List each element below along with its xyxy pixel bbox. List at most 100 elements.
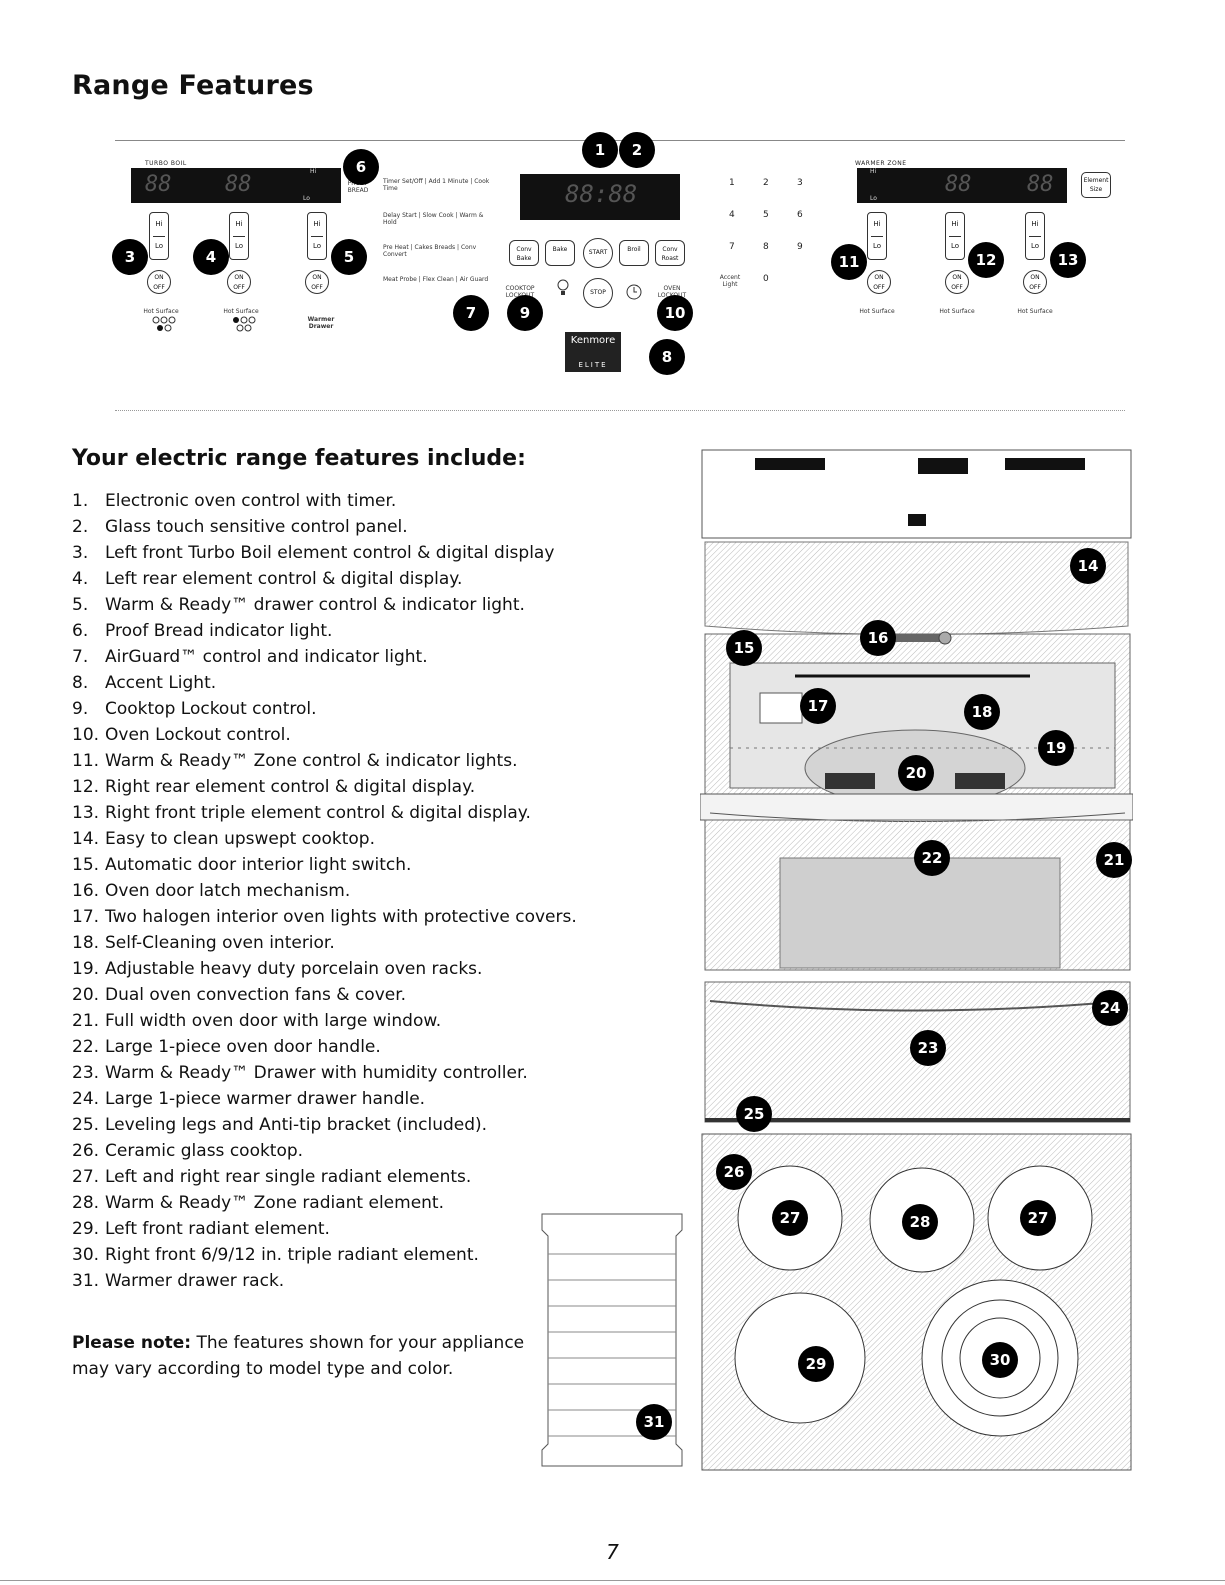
callout-24: 24 bbox=[1092, 990, 1128, 1026]
list-item: 19.Adjustable heavy duty porcelain oven … bbox=[72, 959, 483, 979]
callout-31: 31 bbox=[636, 1404, 672, 1440]
list-item: 20.Dual oven convection fans & cover. bbox=[72, 985, 407, 1005]
list-item: 30.Right front 6/9/12 in. triple radiant… bbox=[72, 1245, 479, 1265]
list-item: 22.Large 1-piece oven door handle. bbox=[72, 1037, 381, 1057]
callout-2: 2 bbox=[619, 132, 655, 168]
list-item: 23.Warm & Ready™ Drawer with humidity co… bbox=[72, 1063, 528, 1083]
keypad-9[interactable]: 9 bbox=[797, 242, 803, 252]
top-rule bbox=[115, 140, 1125, 141]
callout-12: 12 bbox=[968, 242, 1004, 278]
callout-29: 29 bbox=[798, 1346, 834, 1382]
left-lo-indicator: Lo bbox=[303, 195, 310, 202]
callout-25: 25 bbox=[736, 1096, 772, 1132]
warmer-drawer-rack-illustration: 31 bbox=[538, 1208, 686, 1470]
rack-drawing bbox=[541, 1213, 683, 1467]
hot-surface-label-4: Hot Surface bbox=[939, 308, 975, 315]
keypad-1[interactable]: 1 bbox=[729, 178, 735, 188]
keypad-4[interactable]: 4 bbox=[729, 210, 735, 220]
callout-28: 28 bbox=[902, 1204, 938, 1240]
left-front-digits: 88 bbox=[145, 172, 172, 197]
conv-roast-button[interactable]: Conv Roast bbox=[655, 240, 685, 266]
callout-27-left: 27 bbox=[772, 1200, 808, 1236]
right-front-digits: 88 bbox=[1027, 172, 1054, 197]
right-hi-indicator: Hi bbox=[870, 168, 877, 175]
clock-icon bbox=[626, 284, 642, 300]
list-item: 18.Self-Cleaning oven interior. bbox=[72, 933, 335, 953]
callout-16: 16 bbox=[860, 620, 896, 656]
callout-21: 21 bbox=[1096, 842, 1132, 878]
left-hi-indicator: Hi bbox=[310, 168, 317, 175]
callout-13: 13 bbox=[1050, 242, 1086, 278]
left-element-display bbox=[131, 168, 341, 203]
keypad-6[interactable]: 6 bbox=[797, 210, 803, 220]
function-keys-row-2[interactable]: Delay Start | Slow Cook | Warm & Hold bbox=[383, 212, 484, 226]
accent-light-bulb-icon bbox=[557, 279, 569, 295]
callout-23: 23 bbox=[910, 1030, 946, 1066]
list-item: 2.Glass touch sensitive control panel. bbox=[72, 517, 408, 537]
list-item: 21.Full width oven door with large windo… bbox=[72, 1011, 442, 1031]
right-lo-indicator: Lo bbox=[870, 195, 877, 202]
control-panel-diagram: TURBO BOIL WARMER ZONE 88 88 Hi Lo PROOF… bbox=[112, 132, 1125, 410]
hot-surface-indicator-icon bbox=[233, 316, 256, 332]
list-item: 12.Right rear element control & digital … bbox=[72, 777, 476, 797]
function-keys-row-1[interactable]: Timer Set/Off | Add 1 Minute | Cook Time bbox=[383, 178, 490, 192]
keypad-3[interactable]: 3 bbox=[797, 178, 803, 188]
list-item: 7.AirGuard™ control and indicator light. bbox=[72, 647, 428, 667]
stop-button[interactable]: STOP bbox=[583, 278, 613, 308]
right-rear-digits: 88 bbox=[945, 172, 972, 197]
list-item: 25.Leveling legs and Anti-tip bracket (i… bbox=[72, 1115, 488, 1135]
turbo-boil-label: TURBO BOIL bbox=[145, 160, 187, 167]
callout-20: 20 bbox=[898, 755, 934, 791]
panel-bottom-rule bbox=[115, 410, 1125, 411]
callout-26: 26 bbox=[716, 1154, 752, 1190]
element-size-button[interactable]: Element Size bbox=[1081, 172, 1111, 198]
list-item: 14.Easy to clean upswept cooktop. bbox=[72, 829, 375, 849]
start-button[interactable]: START bbox=[583, 238, 613, 268]
list-item: 10.Oven Lockout control. bbox=[72, 725, 291, 745]
hot-surface-label-5: Hot Surface bbox=[1017, 308, 1053, 315]
callout-18: 18 bbox=[964, 694, 1000, 730]
broil-button[interactable]: Broil bbox=[619, 240, 649, 266]
callout-1: 1 bbox=[582, 132, 618, 168]
callout-14: 14 bbox=[1070, 548, 1106, 584]
conv-bake-button[interactable]: Conv Bake bbox=[509, 240, 539, 266]
oven-display bbox=[520, 174, 680, 220]
note-paragraph: Please note: The features shown for your… bbox=[72, 1330, 532, 1382]
list-item: 5.Warm & Ready™ drawer control & indicat… bbox=[72, 595, 525, 615]
left-rear-digits: 88 bbox=[225, 172, 252, 197]
function-keys-row-3[interactable]: Pre Heat | Cakes Breads | Conv Convert bbox=[383, 244, 477, 258]
callout-3: 3 bbox=[112, 239, 148, 275]
hot-surface-label-3: Hot Surface bbox=[859, 308, 895, 315]
function-keys-row-4[interactable]: Meat Probe | Flex Clean | Air Guard bbox=[383, 276, 489, 283]
hot-surface-indicator-icon bbox=[152, 316, 176, 332]
warmer-drawer-label: Warmer Drawer bbox=[307, 316, 335, 330]
keypad-8[interactable]: 8 bbox=[763, 242, 769, 252]
bake-button[interactable]: Bake bbox=[545, 240, 575, 266]
hot-surface-label-2: Hot Surface bbox=[223, 308, 259, 315]
callout-7: 7 bbox=[453, 295, 489, 331]
list-item: 17.Two halogen interior oven lights with… bbox=[72, 907, 577, 927]
keypad-0[interactable]: 0 bbox=[763, 274, 769, 284]
list-item: 13.Right front triple element control & … bbox=[72, 803, 531, 823]
list-item: 31.Warmer drawer rack. bbox=[72, 1271, 285, 1291]
list-item: 15.Automatic door interior light switch. bbox=[72, 855, 412, 875]
list-item: 28.Warm & Ready™ Zone radiant element. bbox=[72, 1193, 445, 1213]
accent-light-button[interactable]: Accent Light bbox=[719, 274, 741, 288]
keypad-2[interactable]: 2 bbox=[763, 178, 769, 188]
keypad-7[interactable]: 7 bbox=[729, 242, 735, 252]
keypad-5[interactable]: 5 bbox=[763, 210, 769, 220]
callout-5: 5 bbox=[331, 239, 367, 275]
